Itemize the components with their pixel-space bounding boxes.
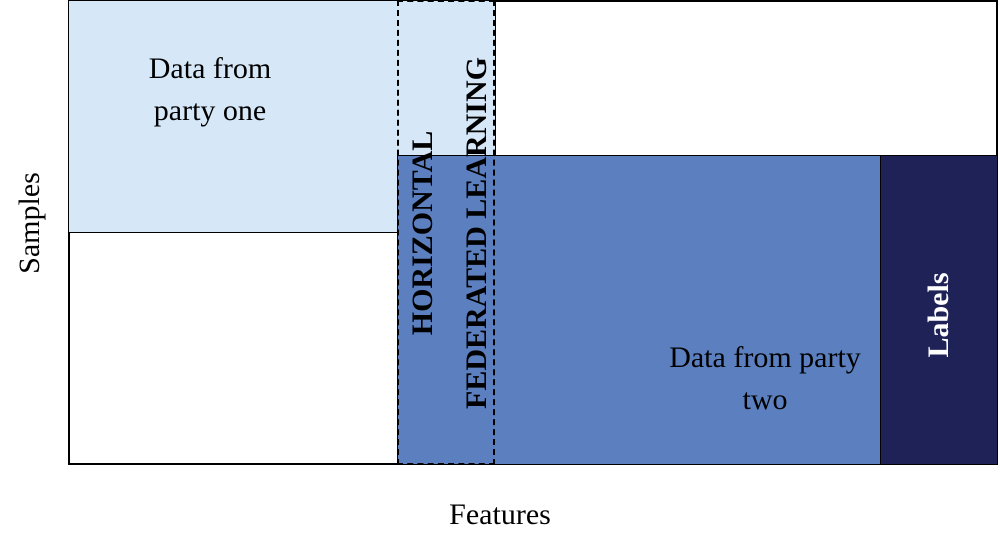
party-two-label: Data from party two [669,341,861,416]
labels-block [880,155,998,465]
overlap-label-line1: HORIZONTAL [406,130,439,336]
labels-label: Labels [922,272,955,358]
overlap-label-line2: FEDERATED LEARNING [460,57,493,409]
y-axis-label: Samples [13,172,46,274]
party-one-label: Data from party one [148,52,272,127]
x-axis-label: Features [449,498,551,531]
horizontal-federated-learning-overlap [397,0,495,465]
